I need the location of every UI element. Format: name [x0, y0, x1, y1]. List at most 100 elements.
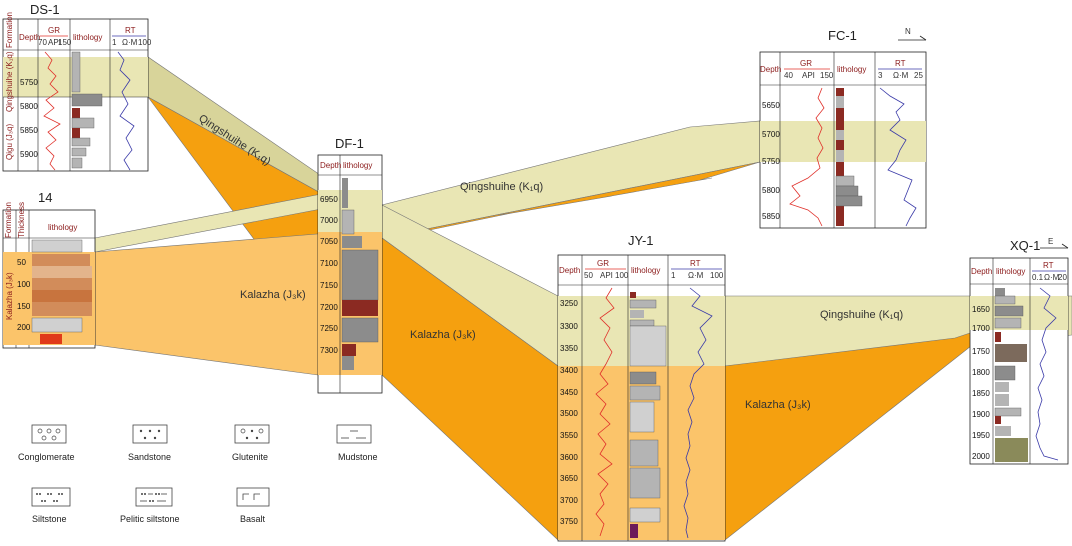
- svg-text:Ω·M: Ω·M: [688, 271, 704, 280]
- depth-tick: 1750: [972, 347, 990, 356]
- svg-text:Ω·M: Ω·M: [1044, 273, 1060, 282]
- legend-item-conglomerate: Conglomerate: [18, 424, 75, 462]
- svg-text:Glutenite: Glutenite: [232, 452, 268, 462]
- depth-tick: 1700: [972, 324, 990, 333]
- well-df1: DF-1 Depth lithology 6950 7000 7050 7100…: [317, 136, 383, 394]
- header-gr: GR: [48, 26, 60, 35]
- svg-text:100: 100: [138, 38, 152, 47]
- well-xq1: XQ-1 E Depth lithology RT 0.1 Ω·M 20 165…: [969, 237, 1069, 465]
- well-title: JY-1: [628, 233, 654, 248]
- depth-tick: 50: [17, 258, 26, 267]
- legend-item-siltstone: Siltstone: [31, 487, 71, 524]
- depth-tick: 3500: [560, 409, 578, 418]
- svg-text:Basalt: Basalt: [240, 514, 266, 524]
- header-formation: Formation: [5, 12, 14, 48]
- lithology-column: [994, 288, 1028, 462]
- depth-tick: 5850: [762, 212, 780, 221]
- depth-tick: 7100: [320, 259, 338, 268]
- band-kalazha-df1-fc1: [381, 161, 761, 239]
- depth-tick: 5650: [762, 101, 780, 110]
- svg-text:Sandstone: Sandstone: [128, 452, 171, 462]
- depth-tick: 5700: [762, 130, 780, 139]
- header-rt: RT: [1043, 261, 1054, 270]
- svg-text:Formation: Formation: [4, 202, 13, 238]
- lithology-column: [71, 51, 103, 169]
- header-depth: Depth: [19, 33, 40, 42]
- svg-text:1: 1: [671, 271, 676, 280]
- zone-label-kalazha: Kalazha (J₃k): [410, 329, 476, 341]
- svg-text:Ω·M: Ω·M: [893, 71, 909, 80]
- depth-tick: 1900: [972, 410, 990, 419]
- zone-label-kalazha: Kalazha (J₃k): [240, 289, 306, 301]
- depth-tick: 5800: [762, 186, 780, 195]
- header-depth: Depth: [760, 65, 781, 74]
- depth-tick: 7300: [320, 346, 338, 355]
- svg-text:Thickness: Thickness: [17, 202, 26, 238]
- legend-item-basalt: Basalt: [236, 487, 270, 524]
- zone-label-qingshuihe: Qingshuihe (K₁q): [820, 309, 903, 321]
- gr-curve: [595, 287, 615, 537]
- rt-curve: [879, 87, 917, 227]
- depth-tick: 5850: [20, 126, 38, 135]
- well-ds1: DS-1 Formation Depth GR 70 API 150 litho…: [2, 2, 152, 172]
- legend: Conglomerate Sandstone Glutenite Mudston…: [18, 424, 378, 524]
- svg-text:25: 25: [914, 71, 923, 80]
- header-depth: Depth: [971, 267, 992, 276]
- svg-text:50: 50: [584, 271, 593, 280]
- header-gr: GR: [800, 59, 812, 68]
- svg-text:100: 100: [615, 271, 629, 280]
- depth-tick: 150: [17, 302, 31, 311]
- zone-label-qingshuihe: Qingshuihe (K₁q): [460, 181, 543, 193]
- depth-tick: 3600: [560, 453, 578, 462]
- header-lithology: lithology: [631, 266, 660, 275]
- header-lithology: lithology: [73, 33, 102, 42]
- legend-item-glutenite: Glutenite: [232, 424, 270, 462]
- depth-tick: 3400: [560, 366, 578, 375]
- header-rt: RT: [125, 26, 136, 35]
- gr-curve: [789, 87, 825, 227]
- band-kalazha-jy1-xq1: [724, 329, 986, 541]
- depth-tick: 6950: [320, 195, 338, 204]
- depth-tick: 1800: [972, 368, 990, 377]
- header-rt: RT: [690, 259, 701, 268]
- svg-text:70: 70: [38, 38, 47, 47]
- lithology-column: [341, 178, 379, 370]
- depth-tick: 2000: [972, 452, 990, 461]
- depth-tick: 5800: [20, 102, 38, 111]
- well-fc1: FC-1 N Depth GR 40 API 150 lithology RT …: [759, 27, 927, 229]
- depth-tick: 3550: [560, 431, 578, 440]
- formation-label: Qingshuihe (K₁q): [5, 51, 14, 112]
- well-title: DF-1: [335, 136, 364, 151]
- svg-text:20: 20: [1058, 273, 1067, 282]
- header-depth: Depth: [559, 266, 580, 275]
- header-depth: Depth: [320, 161, 341, 170]
- band-kalazha-14-df1: [94, 231, 343, 376]
- depth-tick: 3750: [560, 517, 578, 526]
- rt-curve: [117, 51, 135, 171]
- rt-curve: [683, 287, 713, 539]
- svg-text:150: 150: [58, 38, 72, 47]
- lithology-column: [835, 88, 863, 226]
- depth-tick: 3650: [560, 474, 578, 483]
- svg-text:0.1: 0.1: [1032, 273, 1044, 282]
- svg-text:Ω·M: Ω·M: [122, 38, 138, 47]
- legend-item-sandstone: Sandstone: [128, 424, 171, 462]
- well-title: FC-1: [828, 28, 857, 43]
- lithology-column: [629, 292, 667, 538]
- header-lithology: lithology: [343, 161, 372, 170]
- depth-tick: 5750: [762, 157, 780, 166]
- svg-text:Conglomerate: Conglomerate: [18, 452, 75, 462]
- svg-text:API: API: [600, 271, 613, 280]
- formation-label: Kalazha (J₃k): [5, 272, 14, 320]
- zone-label-kalazha: Kalazha (J₃k): [745, 399, 811, 411]
- north-arrow-label: N: [905, 27, 911, 36]
- depth-tick: 3250: [560, 299, 578, 308]
- depth-tick: 7000: [320, 216, 338, 225]
- depth-tick: 7150: [320, 281, 338, 290]
- well-title: 14: [38, 190, 52, 205]
- depth-tick: 200: [17, 323, 31, 332]
- header-gr: GR: [597, 259, 609, 268]
- header-lithology: lithology: [837, 65, 866, 74]
- gr-curve: [43, 51, 61, 171]
